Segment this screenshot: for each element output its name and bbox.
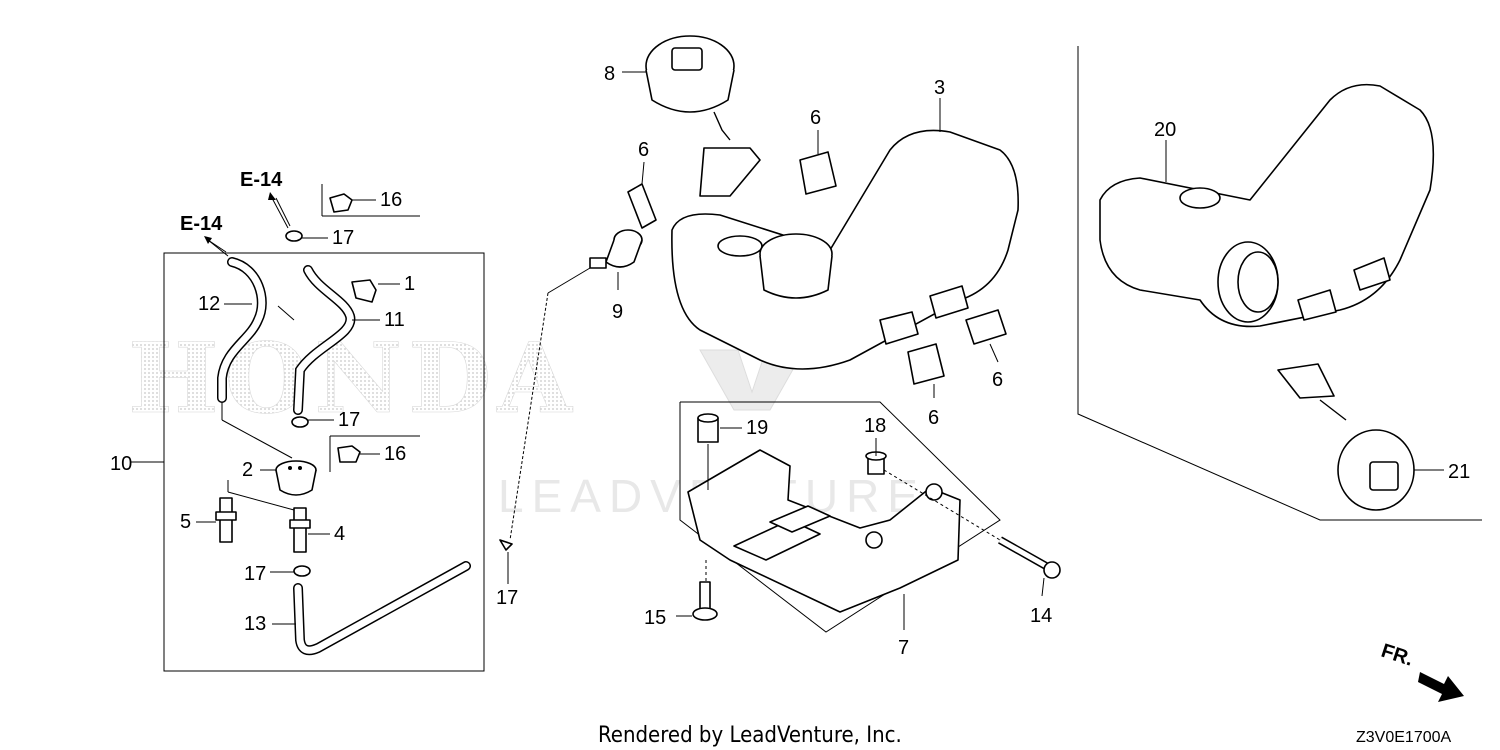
footer-credit: Rendered by LeadVenture, Inc. [598,723,902,748]
label-part-17b: 17 [338,409,360,431]
part-2-cap[interactable] [275,460,317,496]
part-13-tube[interactable] [293,561,471,656]
label-part-13: 13 [244,613,266,635]
label-part-6d: 6 [992,369,1003,391]
part-19-bushing[interactable] [697,413,719,443]
label-part-5: 5 [180,511,191,533]
part-6-grommet-a[interactable] [627,183,657,229]
label-part-17a: 17 [332,227,354,249]
label-part-17c: 17 [244,563,266,585]
label-part-9: 9 [612,301,623,323]
part-11-tube[interactable] [293,265,356,415]
label-part-18: 18 [864,415,886,437]
part-17-clip-a[interactable] [285,230,303,242]
label-part-17d: 17 [496,587,518,609]
part-15-screw[interactable] [692,581,718,621]
part-12-tube[interactable] [217,257,267,403]
leader-lines-middle [617,71,1045,630]
label-part-2: 2 [242,459,253,481]
ref-e14-top: E-14 [240,169,283,191]
label-part-16b: 16 [384,443,406,465]
label-part-8: 8 [604,63,615,85]
label-part-10: 10 [110,453,132,475]
label-part-20: 20 [1154,119,1176,141]
front-direction: FR. [1378,640,1464,702]
part-14-bolt[interactable] [998,536,1061,579]
label-part-21: 21 [1448,461,1470,483]
part-8-fuel-cap[interactable] [645,35,761,197]
label-part-6b: 6 [810,107,821,129]
part-4-nozzle[interactable] [289,507,311,553]
label-part-6a: 6 [638,139,649,161]
label-part-15: 15 [644,607,666,629]
part-17-clip-d[interactable] [499,539,513,551]
ref-arrow-a [204,236,229,257]
label-part-7: 7 [898,637,909,659]
part-6-grommet-c[interactable] [907,343,945,385]
assembly-frame-right [1077,46,1482,521]
part-labels: 1 2 3 4 5 6 6 6 6 7 8 9 10 11 12 13 14 1… [110,63,1470,659]
ref-arrow-b [268,192,289,229]
part-1-grommet[interactable] [351,279,377,303]
label-part-3: 3 [934,77,945,99]
part-7-bracket[interactable] [687,449,961,613]
part-9-filter[interactable] [589,229,643,269]
part-6-grommet-d[interactable] [965,309,1007,345]
leader-lines-right [1165,140,1444,471]
front-direction-label: FR. [1378,640,1415,671]
part-16-clip-top[interactable] [321,184,420,217]
part-16-clip-mid[interactable] [329,435,420,472]
label-part-12: 12 [198,293,220,315]
diagram-code: Z3V0E1700A [1356,729,1452,746]
part-5-nozzle[interactable] [215,497,237,543]
label-part-1: 1 [404,273,415,295]
part-17-clip-b[interactable] [291,416,309,428]
leader-lines-left [207,197,591,541]
part-3-fuel-tank[interactable] [671,129,1019,370]
honda-watermark: HONDA [128,322,578,435]
part-20-fuel-tank-assy[interactable] [1099,83,1435,328]
part-21-fuel-cap[interactable] [1277,363,1415,511]
label-part-16a: 16 [380,189,402,211]
part-17-clip-c[interactable] [293,565,311,577]
label-part-11: 11 [384,309,405,331]
part-6-grommet-b[interactable] [799,151,837,195]
ref-e14-left: E-14 [180,213,223,235]
front-arrow-icon [1418,672,1464,702]
label-part-6c: 6 [928,407,939,429]
label-part-4: 4 [334,523,345,545]
assembly-frame-left [130,252,485,672]
label-part-14: 14 [1030,605,1052,627]
label-part-19: 19 [746,417,768,439]
